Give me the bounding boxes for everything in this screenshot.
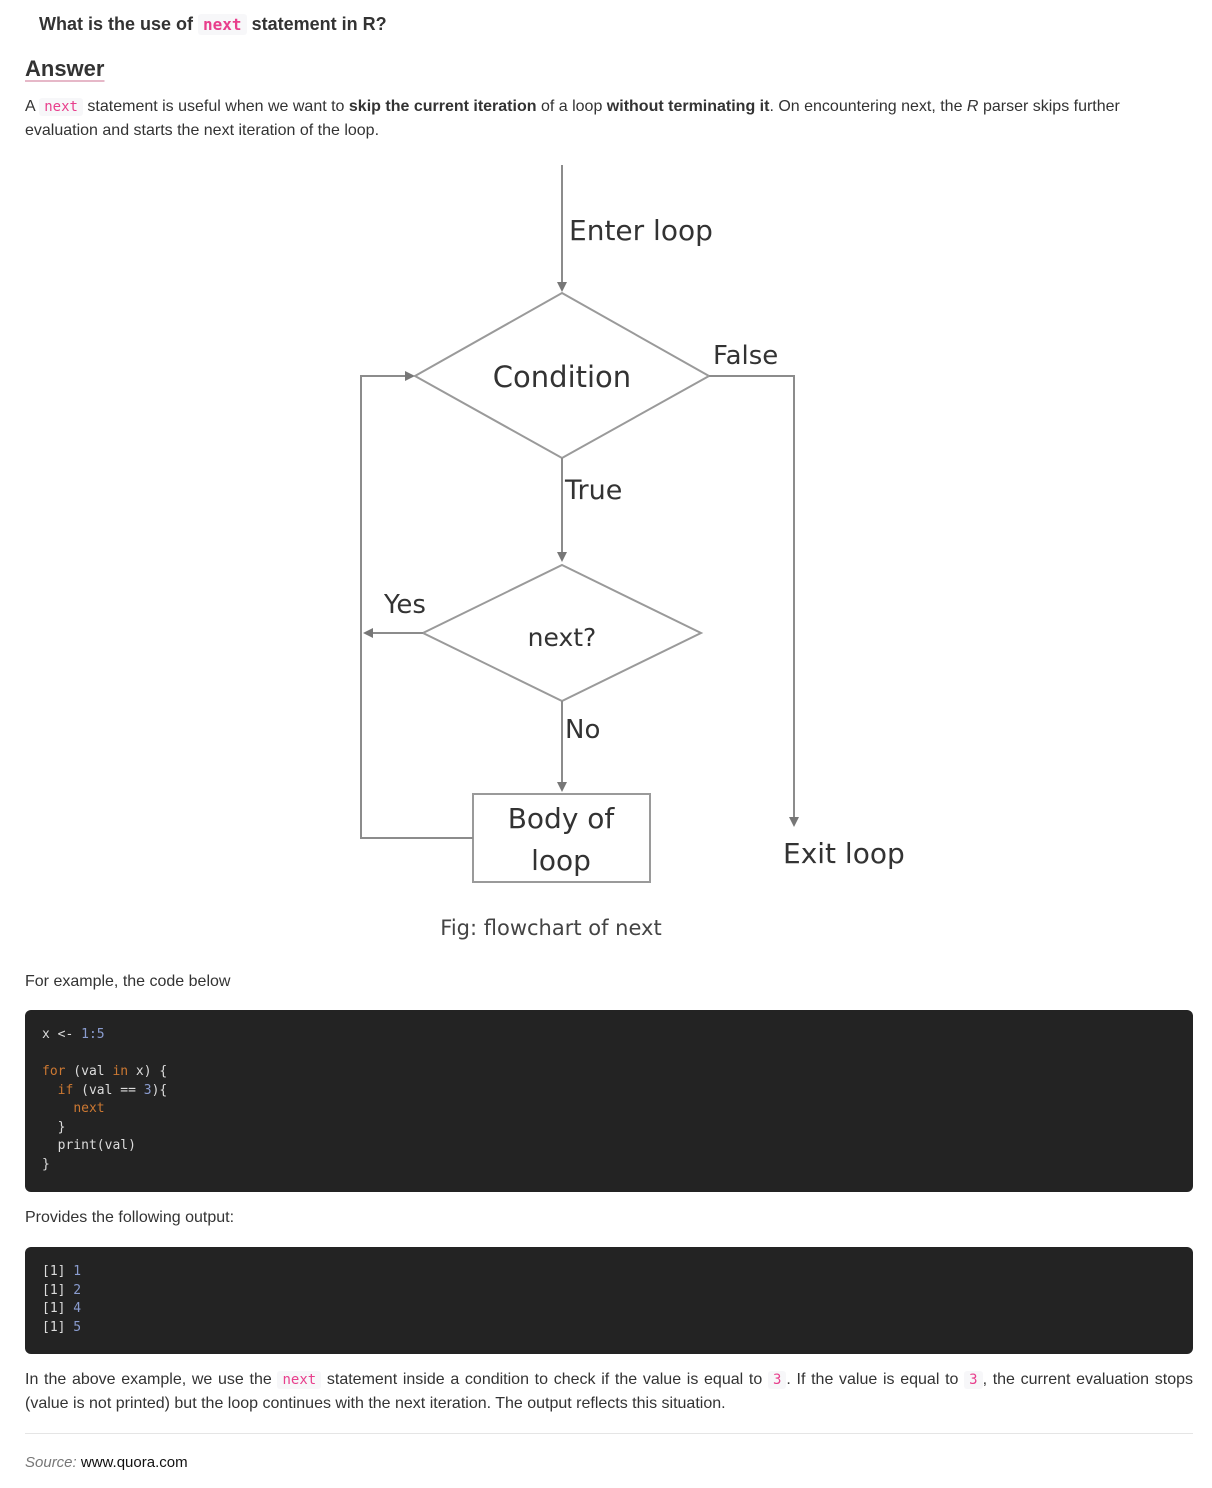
output-line: [1] 4 xyxy=(42,1300,1176,1319)
intro-italic: R xyxy=(966,98,979,115)
output-intro: Provides the following output: xyxy=(25,1209,235,1226)
flowchart-diagram: Enter loop Condition False True Yes next… xyxy=(360,165,905,940)
intro-bold-2: without terminating it xyxy=(606,98,770,115)
answer-heading: Answer xyxy=(25,56,105,81)
exit-label: Exit loop xyxy=(783,837,905,870)
no-label: No xyxy=(565,715,600,745)
flowchart-figure: Enter loop Condition False True Yes next… xyxy=(335,160,935,960)
code-line: print(val) xyxy=(42,1138,136,1153)
explanation-code-1: next xyxy=(277,1371,322,1389)
body-label-line1: Body of xyxy=(508,802,616,835)
true-label: True xyxy=(564,475,622,506)
intro-text-2: of a loop xyxy=(540,98,603,115)
explanation-paragraph: In the above example, we use the next st… xyxy=(25,1368,1193,1415)
intro-paragraph: A next statement is useful when we want … xyxy=(25,95,1193,142)
output-value: 4 xyxy=(65,1301,82,1316)
body-box xyxy=(472,793,651,883)
output-index: [1] xyxy=(42,1301,66,1316)
explanation-text-1: In the above example, we use the xyxy=(25,1371,272,1388)
code-line: if (val == 3){ xyxy=(57,1082,168,1098)
output-index: [1] xyxy=(42,1282,66,1298)
false-arrow xyxy=(709,375,799,827)
loop-back-arrow xyxy=(360,371,473,839)
output-index: [1] xyxy=(42,1319,66,1335)
intro-text-4: parser skips further evaluation and star… xyxy=(25,98,1120,139)
code-line: next xyxy=(73,1101,105,1116)
code-range: 1:5 xyxy=(81,1027,105,1042)
question-code: next xyxy=(198,14,247,35)
output-value: 2 xyxy=(65,1282,82,1298)
explanation-code-2: 3 xyxy=(767,1371,787,1389)
explanation-code-3: 3 xyxy=(964,1371,983,1389)
body-label-line2: loop xyxy=(531,844,591,877)
intro-code: next xyxy=(39,98,83,116)
enter-label: Enter loop xyxy=(569,214,713,247)
intro-text-a: A xyxy=(25,98,35,115)
figure-caption: Fig: flowchart of next xyxy=(440,916,661,940)
divider xyxy=(25,1433,1193,1434)
source-line: Source: www.quora.com xyxy=(25,1454,188,1471)
output-value: 5 xyxy=(65,1319,82,1335)
yes-label: Yes xyxy=(383,590,426,620)
code-block: x <- 1:5 for (val in x) { if (val == 3){… xyxy=(25,1010,1193,1192)
example-intro: For example, the code below xyxy=(25,973,231,990)
false-label: False xyxy=(713,341,778,371)
source-link[interactable]: www.quora.com xyxy=(80,1454,188,1471)
explanation-text-3: . If the value is equal to xyxy=(786,1371,959,1388)
explanation-text-2: statement inside a condition to check if… xyxy=(326,1371,763,1388)
intro-text-3: . On encountering next, the xyxy=(769,98,963,115)
question-suffix: statement in R? xyxy=(251,14,387,34)
question-prefix: What is the use of xyxy=(39,14,194,34)
code-line: x <- 1:5 xyxy=(42,1027,105,1042)
intro-text-1: statement is useful when we want to xyxy=(87,98,345,115)
question-title: What is the use of next statement in R? xyxy=(39,14,387,35)
output-line: [1] 1 xyxy=(42,1263,1176,1282)
explanation-text-4: , the current evaluation stops (value is… xyxy=(25,1371,1194,1412)
condition-label: Condition xyxy=(493,360,631,394)
next-question-label: next? xyxy=(528,623,597,652)
output-value: 1 xyxy=(65,1264,82,1279)
output-block: [1] 1[1] 2[1] 4[1] 5 xyxy=(25,1247,1193,1354)
code-line: } xyxy=(42,1119,66,1135)
output-index: [1] xyxy=(42,1264,66,1279)
intro-bold-1: skip the current iteration xyxy=(348,98,537,115)
output-line: [1] 5 xyxy=(42,1319,1176,1338)
source-label: Source: xyxy=(25,1454,77,1471)
code-line: } xyxy=(42,1156,50,1172)
output-line: [1] 2 xyxy=(42,1282,1176,1301)
code-line: for (val in x) { xyxy=(42,1064,168,1079)
